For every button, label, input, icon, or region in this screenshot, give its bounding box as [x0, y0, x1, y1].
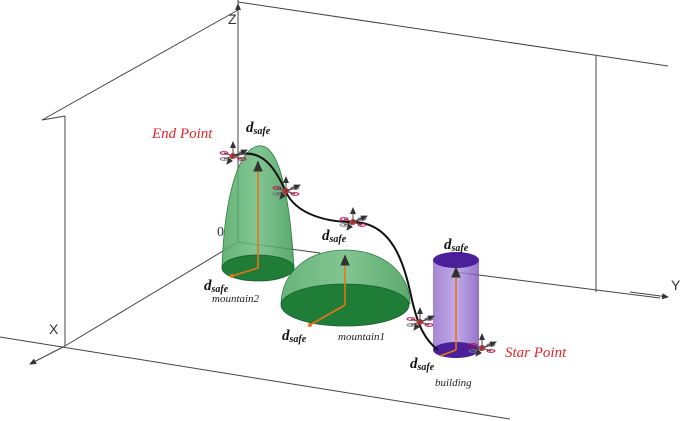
dsafe-label-mountain2-base: dsafe — [204, 278, 229, 295]
end-point-label: End Point — [151, 126, 213, 142]
building-label: building — [435, 377, 472, 389]
mountain1-shape — [280, 249, 411, 327]
dsafe-label-mountain2-top: dsafe — [246, 120, 271, 137]
mountain2-shape — [221, 145, 295, 282]
dsafe-label-building-top: dsafe — [444, 237, 469, 254]
dsafe-label-building-base: dsafe — [410, 356, 435, 373]
origin-label: 0 — [217, 225, 224, 240]
mountain1-label: mountain1 — [338, 331, 385, 343]
building-shape — [433, 252, 479, 358]
svg-text:dsafe: dsafe — [444, 237, 469, 254]
y-axis-arrow — [629, 291, 669, 300]
x-axis-arrow — [29, 345, 66, 365]
dsafe-label-mountain1-top: dsafe — [322, 228, 347, 245]
mountain2-label: mountain2 — [212, 293, 260, 305]
y-axis-label: Y — [671, 277, 681, 293]
svg-text:dsafe: dsafe — [322, 228, 347, 245]
start-point-label: Star Point — [505, 345, 567, 361]
dsafe-label-mountain1-base: dsafe — [282, 328, 307, 345]
z-axis-label: Z — [228, 11, 237, 27]
svg-text:dsafe: dsafe — [410, 356, 435, 373]
drone-icon — [340, 208, 367, 230]
x-axis-label: X — [49, 321, 59, 337]
frame-lines — [0, 0, 669, 420]
svg-text:dsafe: dsafe — [246, 120, 271, 137]
svg-text:dsafe: dsafe — [282, 328, 307, 345]
svg-text:dsafe: dsafe — [204, 278, 229, 295]
